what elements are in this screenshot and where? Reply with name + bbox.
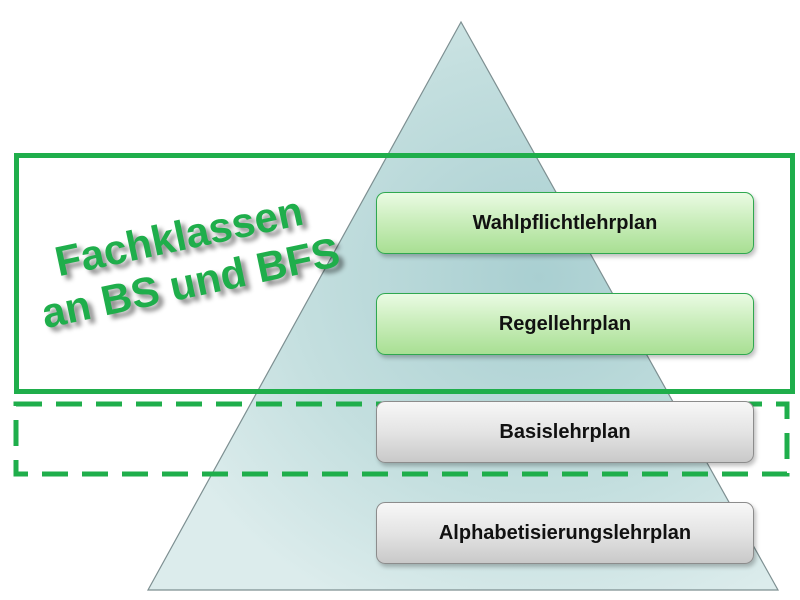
tier-label: Alphabetisierungslehrplan xyxy=(438,521,692,544)
tier-alphabetisierungslehrplan: Alphabetisierungslehrplan xyxy=(376,502,754,564)
tier-label: Basislehrplan xyxy=(499,420,631,443)
tier-label: Wahlpflichtlehrplan xyxy=(472,211,658,234)
tier-label: Regellehrplan xyxy=(498,312,632,335)
tier-regellehrplan: Regellehrplan xyxy=(376,293,754,355)
tier-wahlpflichtlehrplan: Wahlpflichtlehrplan xyxy=(376,192,754,254)
solid-frame xyxy=(14,153,795,394)
tier-basislehrplan: Basislehrplan xyxy=(376,401,754,463)
